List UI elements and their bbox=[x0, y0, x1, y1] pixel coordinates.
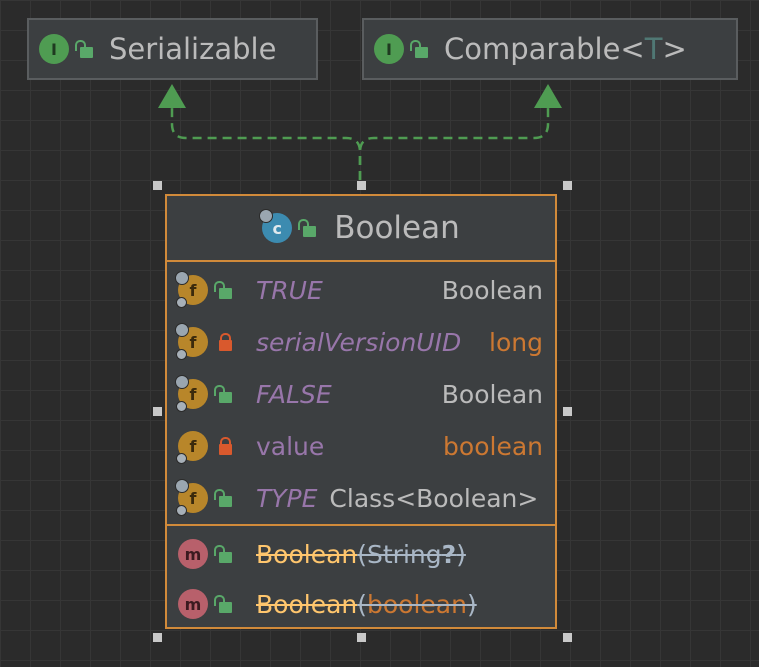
field-icon: f bbox=[175, 479, 208, 516]
public-lock-open-icon bbox=[214, 384, 236, 404]
type-parameter: T bbox=[644, 32, 663, 66]
class-node-boolean[interactable]: c Boolean f TRUE Boolean f serialVersion… bbox=[165, 194, 557, 629]
field-row[interactable]: f TRUE Boolean bbox=[167, 264, 555, 316]
interface-icon: I bbox=[39, 34, 69, 64]
resize-handle-bottom[interactable] bbox=[357, 633, 366, 642]
method-icon: m bbox=[178, 539, 208, 569]
arrowhead-comparable bbox=[534, 84, 562, 108]
method-row[interactable]: m Boolean (boolean) bbox=[167, 579, 555, 629]
resize-handle-right[interactable] bbox=[563, 407, 572, 416]
interface-comparable[interactable]: I Comparable<T> bbox=[362, 18, 738, 80]
public-lock-open-icon bbox=[75, 39, 97, 59]
field-type: boolean bbox=[443, 431, 543, 461]
static-pin-icon bbox=[175, 479, 189, 493]
public-lock-open-icon bbox=[410, 39, 432, 59]
private-lock-icon bbox=[216, 436, 236, 456]
class-header: c Boolean bbox=[167, 196, 555, 262]
field-row[interactable]: f serialVersionUID long bbox=[167, 316, 555, 368]
interface-name: Serializable bbox=[109, 32, 277, 66]
final-pin-icon bbox=[176, 297, 187, 308]
field-icon: f bbox=[175, 271, 208, 308]
public-lock-open-icon bbox=[298, 218, 320, 238]
field-name: TRUE bbox=[256, 275, 323, 305]
field-row[interactable]: f FALSE Boolean bbox=[167, 368, 555, 420]
interface-name: Comparable<T> bbox=[444, 32, 687, 66]
static-pin-icon bbox=[175, 323, 189, 337]
resize-handle-top-right[interactable] bbox=[563, 181, 572, 190]
static-pin-icon bbox=[175, 375, 189, 389]
public-lock-open-icon bbox=[214, 488, 236, 508]
field-row[interactable]: f value boolean bbox=[167, 420, 555, 472]
resize-handle-bottom-left[interactable] bbox=[153, 633, 162, 642]
final-pin-icon bbox=[176, 505, 187, 516]
public-lock-open-icon bbox=[214, 280, 236, 300]
fields-section: f TRUE Boolean f serialVersionUID long f… bbox=[167, 262, 555, 526]
arrowhead-serializable bbox=[158, 84, 186, 108]
resize-handle-top[interactable] bbox=[357, 181, 366, 190]
private-lock-icon bbox=[216, 332, 236, 352]
class-icon: c bbox=[259, 209, 293, 243]
field-name: value bbox=[256, 431, 325, 461]
final-pin-icon bbox=[176, 349, 187, 360]
public-lock-open-icon bbox=[214, 544, 236, 564]
field-icon: f bbox=[175, 375, 208, 412]
field-type: Class<Boolean> bbox=[329, 483, 539, 513]
method-icon: m bbox=[178, 589, 208, 619]
resize-handle-left[interactable] bbox=[153, 407, 162, 416]
field-name: FALSE bbox=[256, 379, 332, 409]
final-pin-icon bbox=[176, 453, 187, 464]
method-name: Boolean bbox=[256, 589, 358, 619]
interface-name-prefix: Comparable< bbox=[444, 32, 645, 66]
class-title: Boolean bbox=[334, 210, 460, 246]
field-type: Boolean bbox=[441, 275, 543, 305]
field-row[interactable]: f TYPE Class<Boolean> bbox=[167, 472, 555, 524]
public-lock-open-icon bbox=[214, 594, 236, 614]
resize-handle-bottom-right[interactable] bbox=[563, 633, 572, 642]
interface-serializable[interactable]: I Serializable bbox=[27, 18, 318, 80]
field-icon: f bbox=[175, 323, 208, 360]
method-row[interactable]: m Boolean (String?) bbox=[167, 529, 555, 579]
final-pin-icon bbox=[176, 401, 187, 412]
methods-section: m Boolean (String?) m Boolean (boolean) bbox=[167, 526, 555, 629]
method-name: Boolean bbox=[256, 539, 358, 569]
method-params: (String?) bbox=[357, 539, 466, 569]
field-icon: f bbox=[176, 431, 208, 464]
field-name: serialVersionUID bbox=[256, 327, 462, 357]
method-params: (boolean) bbox=[357, 589, 477, 619]
static-pin-icon bbox=[175, 271, 189, 285]
interface-icon: I bbox=[374, 34, 404, 64]
edge-to-comparable bbox=[358, 108, 550, 180]
field-type: Boolean bbox=[441, 379, 543, 409]
edge-to-serializable bbox=[170, 108, 362, 180]
field-name: TYPE bbox=[256, 483, 318, 513]
interface-name-suffix: > bbox=[662, 32, 687, 66]
static-pin-icon bbox=[259, 209, 274, 223]
resize-handle-top-left[interactable] bbox=[153, 181, 162, 190]
field-type: long bbox=[489, 327, 543, 357]
